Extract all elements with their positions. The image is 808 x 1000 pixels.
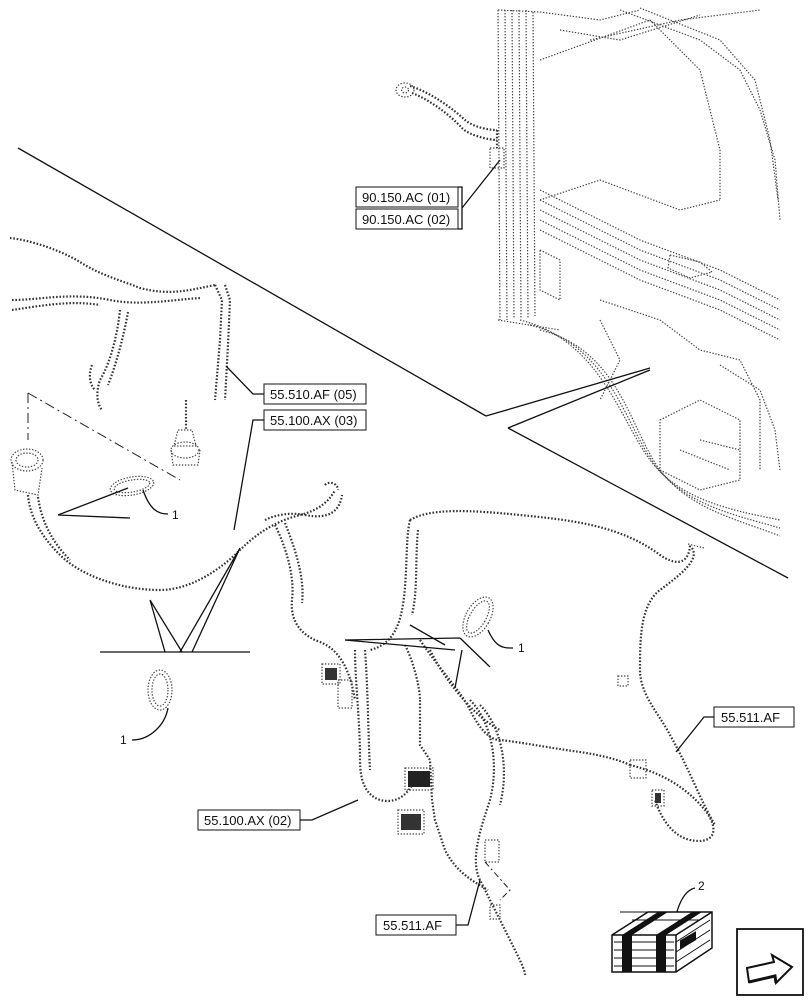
callout-55511-b[interactable]: 55.511.AF [375,914,457,936]
cab-structure [497,7,781,537]
item-number: 1 [518,641,525,655]
callout-label: 55.100.AX (02) [204,813,291,828]
callout-label: 55.511.AF [383,918,442,933]
pointer-triangles-left [57,487,250,653]
item-number: 1 [172,508,179,522]
callout-55511-a[interactable]: 55.511.AF [713,706,795,728]
center-harness [264,481,716,976]
clip-left-bottom [147,669,173,711]
callout-label: 90.150.AC (02) [362,212,450,227]
callout-90150-01[interactable]: 90.150.AC (01) [355,186,459,208]
callout-55100-03[interactable]: 55.100.AX (03) [263,409,367,431]
clip-center [462,596,494,638]
callout-label: 55.511.AF [721,710,780,725]
callout-label: 55.100.AX (03) [270,413,357,428]
arrow-next-icon[interactable] [736,928,804,996]
item-1-clip-center[interactable]: 1 [487,629,525,655]
parts-kit-crate-icon [611,911,713,973]
item-number: 1 [120,733,127,747]
item-2-kit-box[interactable]: 2 [675,879,705,916]
left-harness [9,236,336,592]
section-divider-lines [17,147,789,579]
battery-cable [395,82,505,169]
callout-55100-02[interactable]: 55.100.AX (02) [197,809,301,831]
item-1-clip-left-top[interactable]: 1 [142,489,179,522]
item-1-clip-left-bottom[interactable]: 1 [120,707,169,747]
pointer-triangles-center [344,624,491,689]
item-number: 2 [698,879,705,893]
callout-label: 90.150.AC (01) [362,190,450,205]
center-connectors [321,663,665,920]
callout-label: 55.510.AF (05) [270,387,357,402]
callout-90150-02[interactable]: 90.150.AC (02) [355,208,459,230]
callout-55510-05[interactable]: 55.510.AF (05) [263,383,367,405]
